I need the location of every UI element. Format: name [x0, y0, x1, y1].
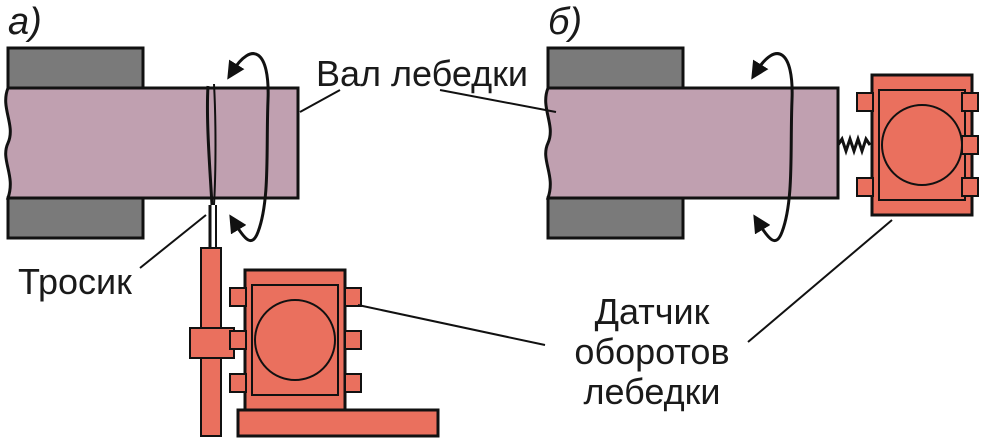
bolt-b-r2 [961, 135, 979, 155]
pulley-hub-a [189, 327, 235, 359]
sensor-label-line-2: оборотов [574, 331, 730, 372]
panel-label-b: б) [548, 1, 583, 43]
sensor-label: Датчик оборотов лебедки [552, 292, 752, 412]
winch-shaft-a [4, 86, 300, 200]
bolt-a-r2 [344, 330, 362, 350]
bearing-support-bottom-a [6, 196, 145, 240]
sensor-label-line-1: Датчик [594, 291, 710, 332]
leader-cable [139, 214, 207, 269]
sensor-label-line-3: лебедки [583, 371, 721, 412]
sensor-rotor-b [881, 104, 963, 186]
bolt-a-r3 [344, 373, 362, 393]
panel-label-a: а) [8, 1, 42, 43]
bolt-b-l2 [856, 177, 874, 197]
leader-shaft-b [439, 89, 557, 113]
leader-shaft-a [299, 89, 341, 113]
rotation-arrow-a [227, 52, 270, 243]
shaft-label: Вал лебедки [316, 53, 528, 94]
panel-a [4, 46, 440, 438]
bolt-b-r1 [961, 92, 979, 112]
leader-sensor-a [357, 304, 546, 346]
bearing-support-top-a [6, 46, 145, 90]
bolt-a-l2 [229, 330, 247, 350]
bolt-b-r3 [961, 177, 979, 197]
rotation-arrow-b [751, 52, 794, 243]
panel-b [544, 46, 979, 243]
cable-label: Тросик [18, 261, 132, 302]
bolt-a-l1 [229, 287, 247, 307]
leader-sensor-b [747, 219, 893, 343]
mounting-bracket-a [236, 408, 440, 438]
bolt-a-l3 [229, 373, 247, 393]
winch-shaft-b [544, 86, 840, 200]
cable-loop-back-a [213, 83, 217, 206]
bolt-a-r1 [344, 287, 362, 307]
bearing-support-bottom-b [546, 196, 685, 240]
leader-lines [139, 89, 893, 346]
bolt-b-l1 [856, 92, 874, 112]
coupling-spring-b [836, 134, 872, 156]
cable-loop-a [205, 85, 214, 206]
sensor-rotor-a [254, 299, 336, 381]
bearing-support-top-b [546, 46, 685, 90]
